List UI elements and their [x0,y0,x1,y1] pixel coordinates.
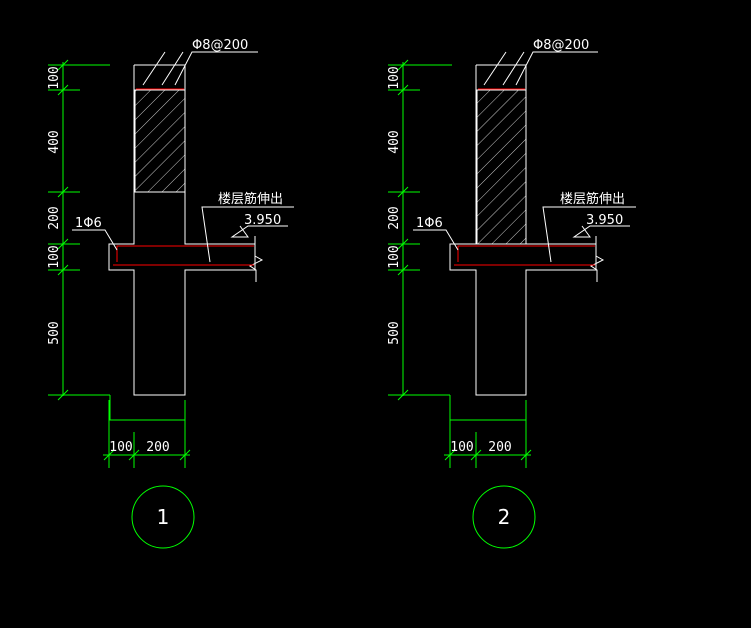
hdim-100-1: 100 [109,440,132,455]
dim-500: 500 [387,321,402,344]
rebar-2 [454,88,595,266]
hdim-200-2: 200 [488,440,511,455]
dim-200: 200 [47,206,62,229]
bottom-rebar-label-1: 1Φ6 [75,216,102,231]
detail-marker-number-1: 1 [157,505,170,529]
horizontal-dimension-1 [103,400,191,468]
break-symbol-1 [249,236,264,282]
top-rebar-label-2: Φ8@200 [533,38,589,53]
dim-400: 400 [387,130,402,153]
vertical-dimension-texts-1: 100 400 200 100 500 [47,66,62,344]
dim-500: 500 [47,321,62,344]
hatched-block-1 [134,89,186,193]
elevation-label-1: 3.950 [244,213,281,228]
break-symbol-2 [590,236,605,282]
vertical-dimension-texts-2: 100 400 200 100 500 [387,66,402,344]
detail-2: 100 400 200 100 500 Φ8@200 楼层筋伸出 3.950 1… [387,38,636,549]
horizontal-dimension-2 [444,400,532,468]
floor-note-label-1: 楼层筋伸出 [218,191,283,207]
detail-marker-circle-1 [131,485,195,549]
dim-100-top: 100 [387,66,402,89]
leaders-1 [72,51,294,263]
vertical-dimension-chain-1 [48,59,185,421]
rebar-1 [113,88,254,266]
detail-1: 100 400 200 100 500 Φ8@200 [47,38,294,549]
dim-400: 400 [47,130,62,153]
dim-100-mid: 100 [387,245,402,268]
hdim-200-1: 200 [146,440,169,455]
dim-100-mid: 100 [47,245,62,268]
dim-100-top: 100 [47,66,62,89]
detail-marker-circle-2 [472,485,536,549]
hdim-100-2: 100 [450,440,473,455]
detail-marker-number-2: 2 [498,505,511,529]
elevation-label-2: 3.950 [586,213,623,228]
dim-200: 200 [387,206,402,229]
bottom-rebar-label-2: 1Φ6 [416,216,443,231]
floor-note-label-2: 楼层筋伸出 [560,191,625,207]
leaders-2 [413,51,636,263]
top-rebar-label-1: Φ8@200 [192,38,248,53]
hatched-block-2 [476,89,527,245]
